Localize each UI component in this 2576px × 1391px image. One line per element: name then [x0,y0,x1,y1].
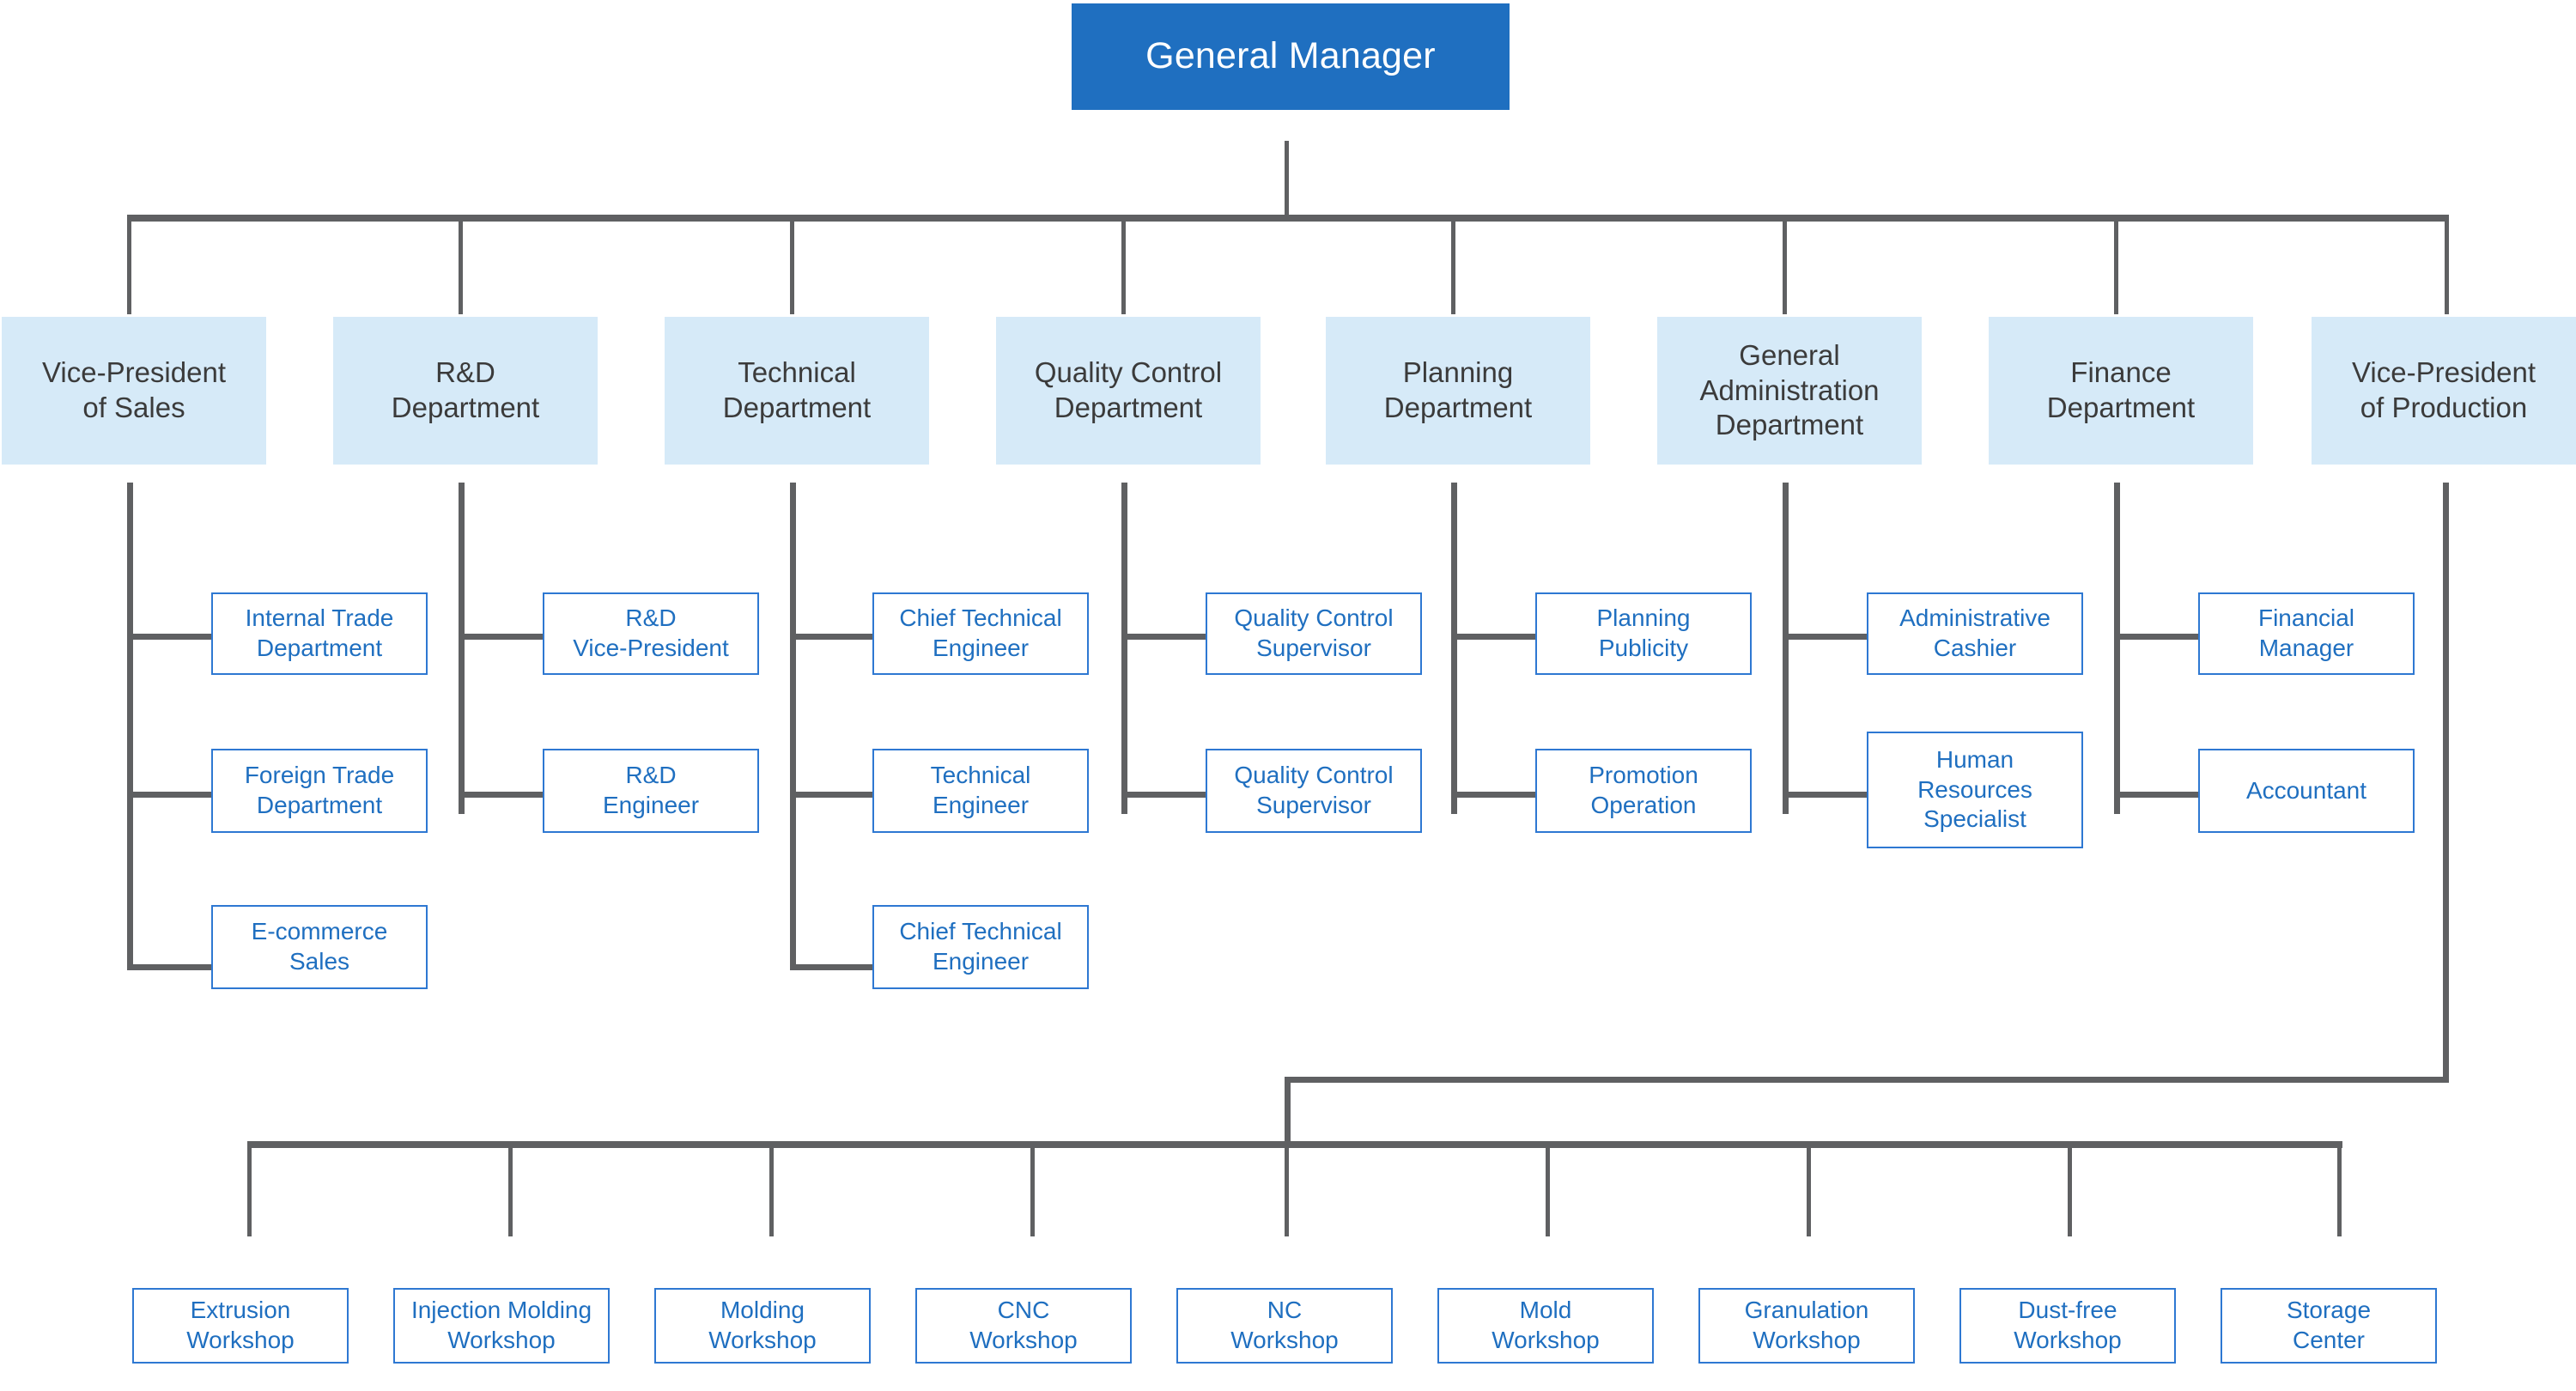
connector-production-down [2443,483,2449,1082]
node-storage-center[interactable]: Storage Center [2221,1288,2437,1364]
connector-drop-storage [2337,1146,2342,1236]
connector-stub-rnd-2 [459,792,544,798]
connector-root-stem [1285,141,1289,216]
connector-stub-finance-2 [2114,792,2200,798]
connector-drop-cnc [1030,1146,1035,1236]
connector-drop-nc [1285,1146,1289,1236]
node-internal-trade-department[interactable]: Internal Trade Department [211,592,428,675]
node-rnd-engineer[interactable]: R&D Engineer [543,749,759,833]
connector-stub-technical-3 [790,964,876,970]
connector-stub-rnd-1 [459,634,544,640]
connector-drop-production [2445,220,2449,314]
connector-stub-technical-1 [790,634,876,640]
node-nc-workshop[interactable]: NC Workshop [1176,1288,1393,1364]
node-finance-department[interactable]: Finance Department [1989,317,2253,465]
connector-stub-finance-1 [2114,634,2200,640]
connector-stub-planning-2 [1451,792,1537,798]
connector-drop-sales [127,220,131,314]
connector-drop-dust-free [2068,1146,2072,1236]
node-financial-manager[interactable]: Financial Manager [2198,592,2415,675]
connector-drop-finance [2114,220,2118,314]
connector-main-bus [127,215,2449,222]
node-quality-control-supervisor-2[interactable]: Quality Control Supervisor [1206,749,1422,833]
node-mold-workshop[interactable]: Mold Workshop [1437,1288,1654,1364]
node-planning-department[interactable]: Planning Department [1326,317,1590,465]
connector-stub-sales-2 [127,792,213,798]
connector-drop-rnd [459,220,463,314]
node-chief-technical-engineer-2[interactable]: Chief Technical Engineer [872,905,1089,989]
node-rnd-vice-president[interactable]: R&D Vice-President [543,592,759,675]
node-administrative-cashier[interactable]: Administrative Cashier [1867,592,2083,675]
connector-stub-sales-3 [127,964,213,970]
connector-spine-finance [2114,483,2120,814]
connector-drop-granulation [1807,1146,1811,1236]
connector-stub-planning-1 [1451,634,1537,640]
connector-stub-technical-2 [790,792,876,798]
node-extrusion-workshop[interactable]: Extrusion Workshop [132,1288,349,1364]
connector-stub-admin-2 [1783,792,1868,798]
node-quality-control-department[interactable]: Quality Control Department [996,317,1261,465]
connector-spine-rnd [459,483,465,814]
connector-drop-quality [1121,220,1126,314]
node-chief-technical-engineer-1[interactable]: Chief Technical Engineer [872,592,1089,675]
node-foreign-trade-department[interactable]: Foreign Trade Department [211,749,428,833]
connector-stub-sales-1 [127,634,213,640]
connector-spine-sales [127,483,133,970]
connector-drop-admin [1783,220,1787,314]
node-granulation-workshop[interactable]: Granulation Workshop [1698,1288,1915,1364]
connector-drop-planning [1451,220,1455,314]
node-molding-workshop[interactable]: Molding Workshop [654,1288,871,1364]
node-injection-molding-workshop[interactable]: Injection Molding Workshop [393,1288,610,1364]
connector-drop-injection-molding [508,1146,513,1236]
connector-drop-extrusion [247,1146,252,1236]
connector-drop-molding [769,1146,774,1236]
node-planning-publicity[interactable]: Planning Publicity [1535,592,1752,675]
node-general-administration-department[interactable]: General Administration Department [1657,317,1922,465]
node-rnd-department[interactable]: R&D Department [333,317,598,465]
node-promotion-operation[interactable]: Promotion Operation [1535,749,1752,833]
node-cnc-workshop[interactable]: CNC Workshop [915,1288,1132,1364]
connector-spine-planning [1451,483,1457,814]
connector-stub-quality-1 [1121,634,1207,640]
node-accountant[interactable]: Accountant [2198,749,2415,833]
node-dust-free-workshop[interactable]: Dust-free Workshop [1959,1288,2176,1364]
connector-stub-admin-1 [1783,634,1868,640]
connector-workshop-bus [247,1141,2342,1148]
connector-stub-quality-2 [1121,792,1207,798]
node-e-commerce-sales[interactable]: E-commerce Sales [211,905,428,989]
node-vice-president-of-sales[interactable]: Vice-President of Sales [2,317,266,465]
connector-drop-technical [790,220,794,314]
connector-production-stem [1285,1077,1291,1147]
connector-production-left [1285,1077,2449,1083]
connector-spine-technical [790,483,796,970]
node-quality-control-supervisor-1[interactable]: Quality Control Supervisor [1206,592,1422,675]
connector-spine-quality [1121,483,1127,814]
node-technical-department[interactable]: Technical Department [665,317,929,465]
connector-spine-admin [1783,483,1789,814]
node-technical-engineer[interactable]: Technical Engineer [872,749,1089,833]
node-vice-president-of-production[interactable]: Vice-President of Production [2312,317,2576,465]
connector-drop-mold [1546,1146,1550,1236]
node-human-resources-specialist[interactable]: Human Resources Specialist [1867,732,2083,848]
node-general-manager[interactable]: General Manager [1072,3,1510,110]
